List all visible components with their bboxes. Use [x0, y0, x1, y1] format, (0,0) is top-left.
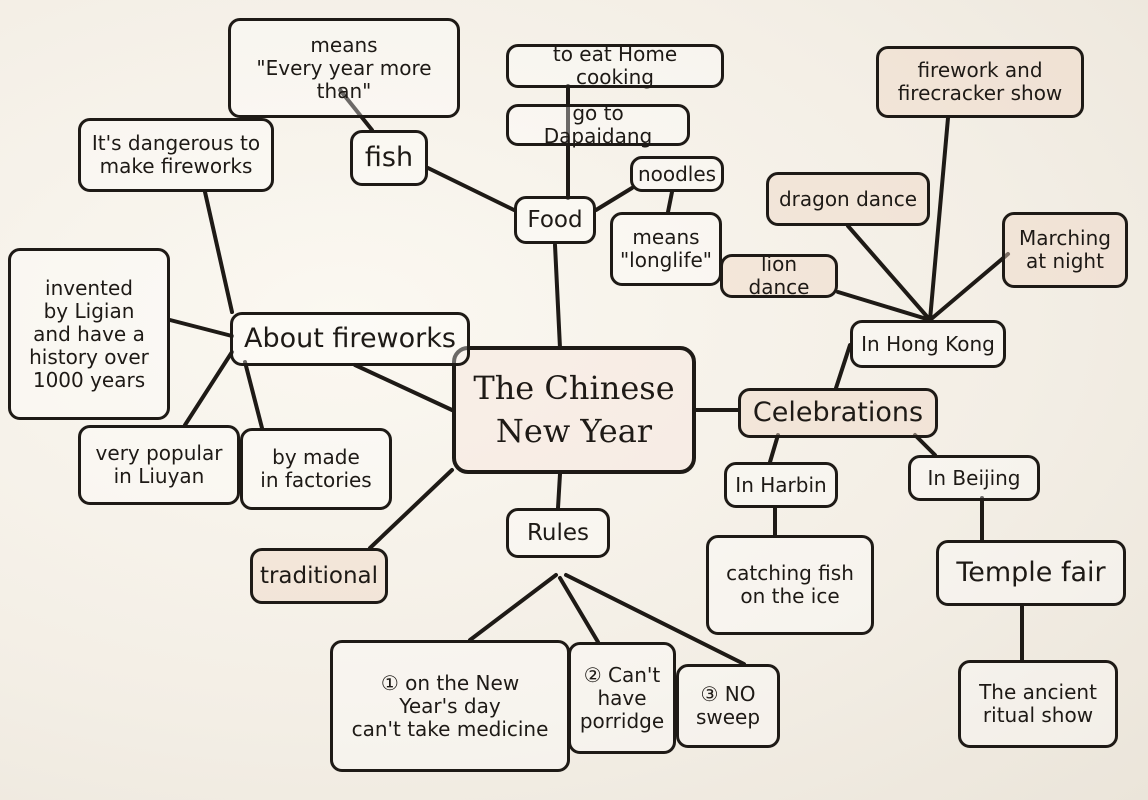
link-hongkong-lion [836, 290, 932, 322]
link-noodles-means [666, 190, 674, 214]
branch-about-fireworks[interactable]: About fireworks [230, 312, 470, 366]
link-fireworks-factories [243, 360, 264, 430]
celebrations-hong-kong[interactable]: In Hong Kong [850, 320, 1006, 368]
food-home-cooking[interactable]: to eat Home cooking [506, 43, 724, 89]
link-rules-sweep [564, 573, 746, 666]
noodles-meaning[interactable]: means "longlife" [610, 212, 722, 286]
link-rules-medicine [468, 573, 558, 642]
link-hongkong-dragon [846, 224, 932, 322]
link-hongkong-firework [928, 116, 950, 322]
food-fish[interactable]: fish [350, 130, 428, 186]
link-fireworks-dangerous [203, 190, 234, 314]
link-fish-means [338, 88, 374, 132]
fireworks-traditional[interactable]: traditional [250, 548, 388, 604]
link-center-rules [556, 472, 562, 510]
link-center-food [553, 243, 562, 350]
rule-porridge[interactable]: ② Can't have porridge [568, 642, 676, 754]
hongkong-firework-show[interactable]: firework and firecracker show [876, 46, 1084, 118]
hongkong-lion-dance[interactable]: lion dance [720, 253, 838, 299]
fireworks-factories[interactable]: by made in factories [240, 428, 392, 510]
link-center-fireworks [353, 363, 454, 412]
hongkong-dragon-dance[interactable]: dragon dance [766, 172, 930, 226]
link-hongkong-marching [928, 252, 1010, 322]
branch-food[interactable]: Food [514, 196, 596, 244]
beijing-temple-fair[interactable]: Temple fair [936, 540, 1126, 606]
branch-rules[interactable]: Rules [506, 508, 610, 558]
link-celebrations-harbin [768, 433, 780, 464]
celebrations-beijing[interactable]: In Beijing [908, 455, 1040, 501]
link-rules-porridge [558, 576, 600, 644]
beijing-ritual-show[interactable]: The ancient ritual show [958, 660, 1118, 748]
rule-sweep[interactable]: ③ NO sweep [676, 664, 780, 748]
fireworks-dangerous[interactable]: It's dangerous to make fireworks [78, 118, 274, 192]
harbin-catching-fish[interactable]: catching fish on the ice [706, 535, 874, 635]
rule-medicine[interactable]: ① on the New Year's day can't take medic… [330, 640, 570, 772]
fireworks-popular[interactable]: very popular in Liuyan [78, 425, 240, 505]
link-fireworks-popular [183, 350, 234, 427]
branch-celebrations[interactable]: Celebrations [738, 388, 938, 438]
celebrations-harbin[interactable]: In Harbin [724, 462, 838, 508]
link-fireworks-invented [168, 318, 234, 338]
link-center-traditional [368, 468, 454, 550]
hongkong-marching[interactable]: Marching at night [1002, 212, 1128, 288]
link-celebrations-beijing [913, 433, 937, 457]
link-food-noodles [594, 186, 634, 212]
fireworks-invented[interactable]: invented by Ligian and have a history ov… [8, 248, 170, 420]
fish-meaning[interactable]: means "Every year more than" [228, 18, 460, 118]
central-topic[interactable]: The Chinese New Year [452, 346, 696, 474]
food-dapaidang[interactable]: go to Dapaidang [506, 102, 690, 148]
food-noodles[interactable]: noodles [630, 156, 724, 192]
link-celebrations-hongkong [834, 343, 852, 390]
link-food-fish [426, 166, 516, 212]
